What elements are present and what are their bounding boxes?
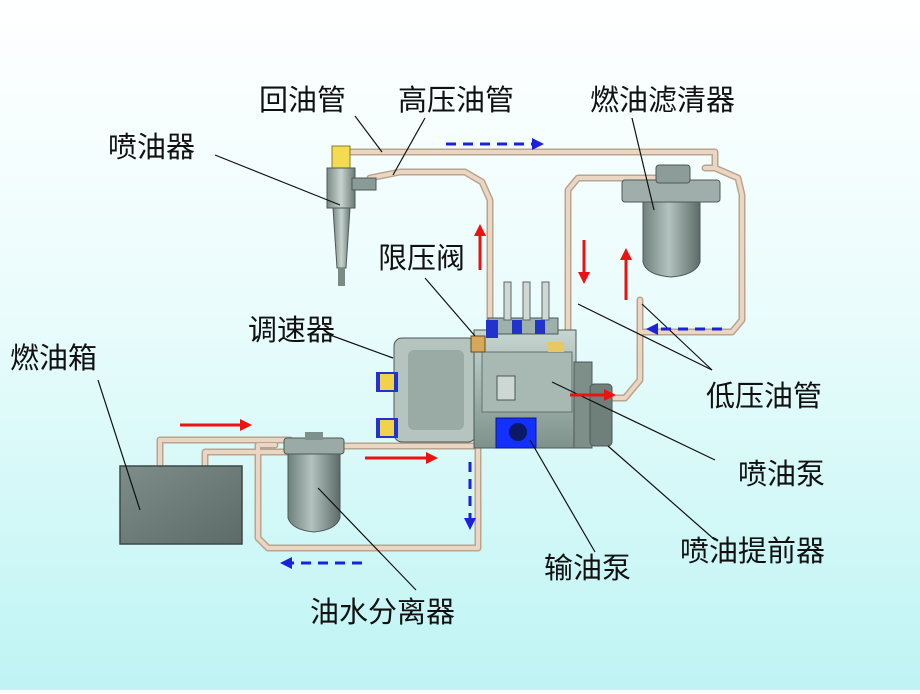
label-return-pipe: 回油管	[259, 83, 347, 117]
label-water-separator: 油水分离器	[310, 595, 456, 629]
label-injection-pump: 喷油泵	[738, 457, 826, 491]
label-low-pressure-pipe: 低压油管	[706, 379, 823, 413]
flow-arrows	[180, 138, 722, 569]
label-transfer-pump: 输油泵	[544, 551, 632, 585]
water-separator	[283, 432, 345, 533]
injection-pump	[376, 281, 613, 449]
label-injector: 喷油器	[108, 130, 196, 164]
fuel-filter	[621, 164, 721, 278]
fuel-tank	[119, 465, 243, 545]
injector	[326, 145, 377, 286]
label-fuel-filter: 燃油滤清器	[590, 83, 736, 117]
label-pressure-limit-valve: 限压阀	[378, 241, 466, 275]
pipe-network	[156, 148, 746, 552]
label-high-pressure-pipe: 高压油管	[398, 83, 515, 117]
label-governor: 调速器	[248, 313, 336, 347]
label-injection-advancer: 喷油提前器	[680, 534, 826, 568]
label-fuel-tank: 燃油箱	[10, 341, 98, 375]
